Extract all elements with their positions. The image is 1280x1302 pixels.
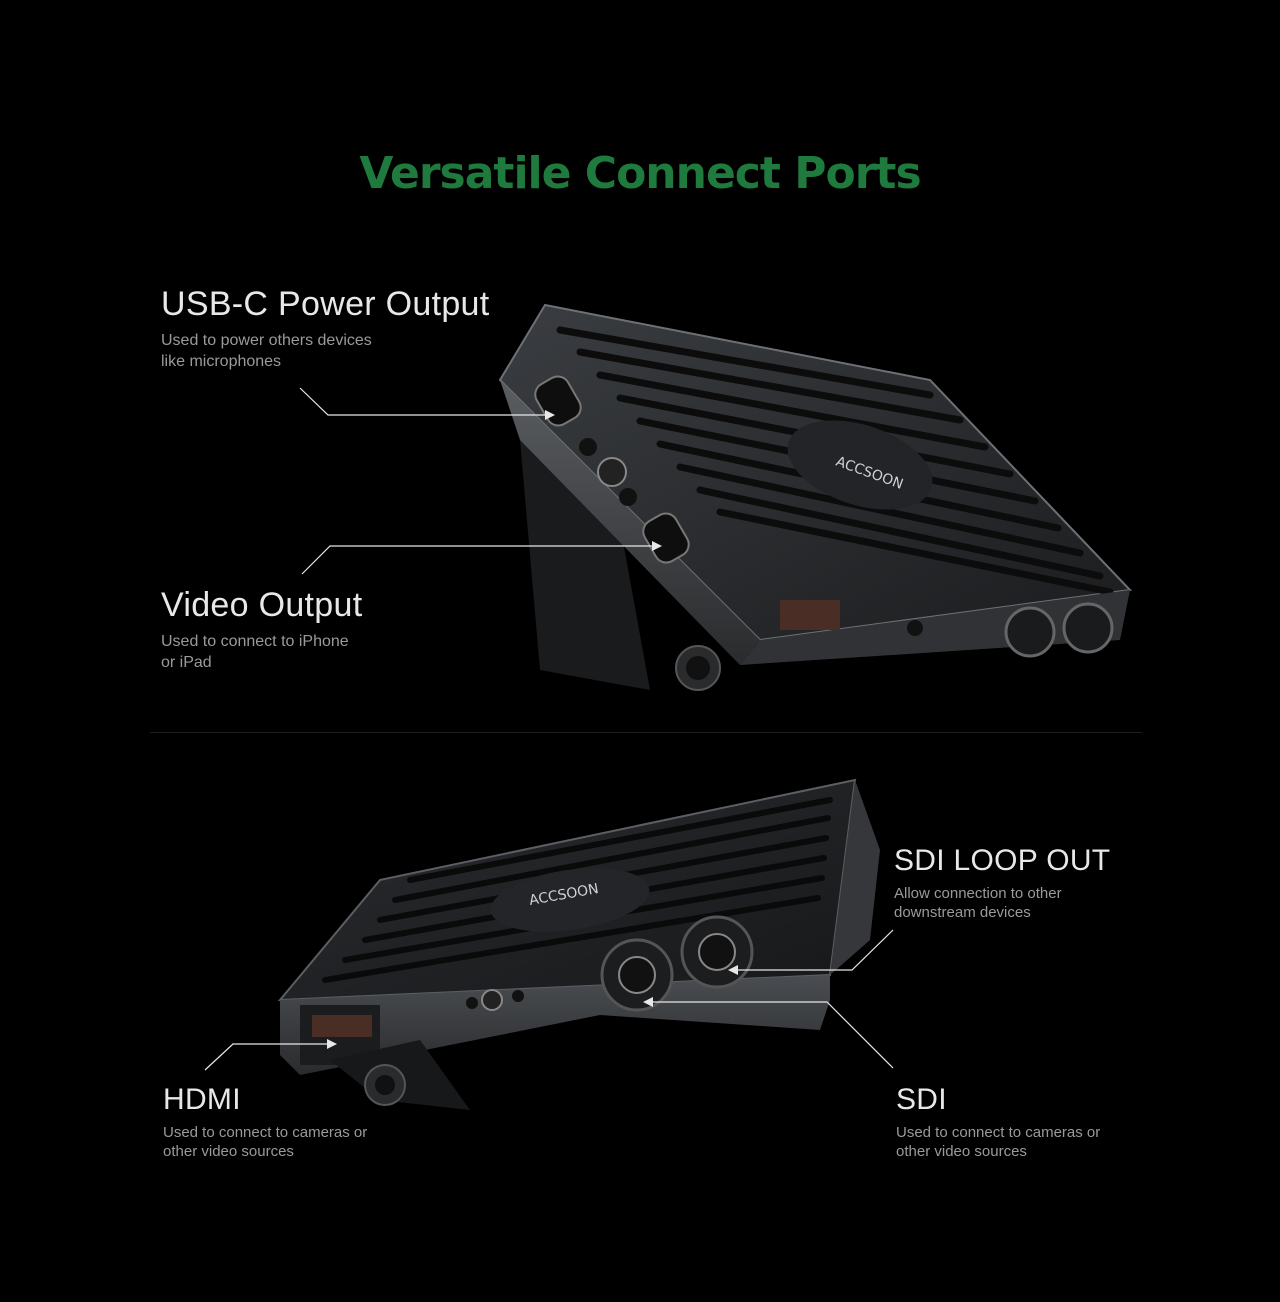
callout-sdi-loop-out-desc: Allow connection to other downstream dev… xyxy=(894,885,1062,921)
callout-hdmi: HDMI Used to connect to cameras or other… xyxy=(163,1083,367,1161)
page-title: Versatile Connect Ports xyxy=(359,148,921,199)
callout-usbc-title: USB-C Power Output xyxy=(161,285,490,323)
device-image-top: ACCSOON xyxy=(498,303,1133,691)
callout-sdi-title: SDI xyxy=(896,1083,947,1116)
callout-sdi-loop-out-title: SDI LOOP OUT xyxy=(894,844,1111,877)
callout-sdi: SDI Used to connect to cameras or other … xyxy=(896,1083,1100,1161)
callout-hdmi-title: HDMI xyxy=(163,1083,241,1116)
callout-video-output-desc: Used to connect to iPhone or iPad xyxy=(161,633,349,671)
callout-hdmi-desc: Used to connect to cameras or other vide… xyxy=(163,1124,368,1160)
callout-usbc: USB-C Power Output Used to power others … xyxy=(161,285,490,372)
callout-sdi-loop-out: SDI LOOP OUT Allow connection to other d… xyxy=(894,844,1110,922)
callout-video-output: Video Output Used to connect to iPhone o… xyxy=(161,586,362,673)
callout-video-output-title: Video Output xyxy=(161,586,363,624)
callout-usbc-desc: Used to power others devices like microp… xyxy=(161,332,372,370)
section-divider xyxy=(150,732,1142,733)
callout-sdi-desc: Used to connect to cameras or other vide… xyxy=(896,1124,1101,1160)
